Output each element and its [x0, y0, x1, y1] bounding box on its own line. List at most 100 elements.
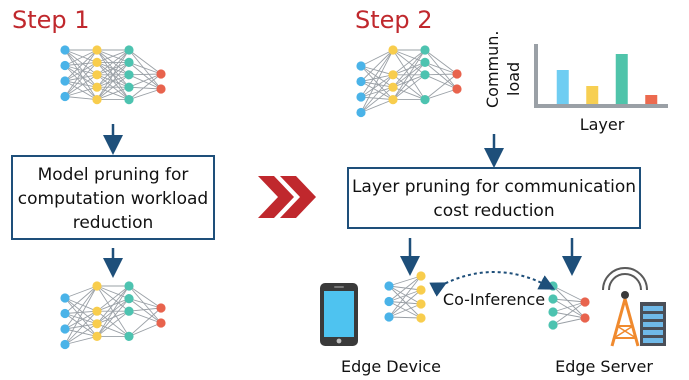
network-node: [92, 45, 102, 55]
network-node: [124, 45, 134, 55]
network-edge: [360, 74, 394, 98]
network-node: [356, 61, 366, 71]
edge-device-label: Edge Device: [341, 357, 441, 376]
network-edge: [96, 285, 130, 312]
network-edge: [64, 310, 98, 330]
network-edge: [424, 74, 458, 90]
network-edge: [96, 285, 130, 337]
double-chevron-icon: [258, 176, 316, 218]
network-edge: [360, 96, 394, 101]
network-node: [60, 45, 70, 55]
network-node: [124, 294, 134, 304]
network-node: [60, 60, 70, 71]
network-edge: [388, 289, 422, 302]
network-edge: [360, 65, 394, 88]
network-edge: [64, 335, 98, 345]
network-node: [92, 95, 102, 105]
network-node: [124, 331, 134, 341]
network-edge: [64, 61, 98, 66]
chart-bar-4: [645, 95, 658, 104]
network-node: [356, 76, 366, 87]
network-edge: [388, 289, 422, 318]
network-edge: [392, 49, 426, 76]
network-node: [60, 324, 70, 334]
network-edge: [360, 49, 394, 113]
network-edge: [388, 275, 422, 318]
network-edge: [64, 310, 98, 345]
network-node: [124, 82, 134, 92]
edge-server-label: Edge Server: [555, 357, 653, 376]
network-node: [384, 296, 394, 307]
network-edge: [128, 49, 162, 75]
network-edge: [552, 317, 586, 326]
network-node: [548, 281, 558, 291]
chart-xlabel: Layer: [580, 115, 625, 134]
network-node: [92, 281, 102, 291]
network-edge: [552, 301, 586, 326]
network-edge: [128, 86, 162, 90]
network-edge: [64, 86, 98, 97]
network-edge: [96, 49, 130, 88]
device-partial-network: [384, 271, 426, 323]
network-edge: [96, 298, 130, 337]
network-node: [60, 339, 70, 350]
network-edge: [64, 74, 98, 82]
network-edge: [64, 49, 98, 66]
network-node: [60, 293, 70, 303]
network-node: [548, 320, 558, 330]
network-edge: [388, 285, 422, 291]
step1-title: Step 1: [12, 6, 90, 34]
network-node: [384, 312, 394, 322]
network-node: [580, 297, 590, 307]
network-edge: [96, 310, 130, 337]
network-edge: [388, 303, 422, 318]
network-node: [124, 57, 134, 67]
network-node: [416, 313, 426, 323]
network-edge: [64, 49, 98, 97]
step2-title: Step 2: [355, 6, 433, 34]
network-edge: [96, 285, 130, 325]
step1-box-line-1: Model pruning for: [38, 165, 189, 185]
network-edge: [360, 86, 394, 113]
network-edge: [552, 298, 586, 303]
network-edge: [424, 49, 458, 75]
network-edge: [128, 310, 162, 324]
network-edge: [64, 49, 98, 76]
network-node: [452, 69, 462, 79]
network-edge: [424, 61, 458, 75]
network-edge: [128, 298, 162, 309]
network-node: [416, 299, 426, 309]
network-edge: [64, 297, 98, 312]
step2-box-line-2: cost reduction: [433, 201, 554, 221]
network-node: [420, 70, 430, 80]
comm-load-chart: Commun. load Layer: [483, 31, 668, 134]
server-tower-icon: [602, 267, 666, 347]
chart-bar-2: [586, 86, 599, 104]
network-edge: [552, 311, 586, 319]
network-node: [384, 281, 394, 291]
network-node: [124, 95, 134, 105]
network-node: [356, 107, 366, 118]
network-edge: [64, 285, 98, 330]
network-edge: [128, 285, 162, 309]
network-edge: [128, 88, 162, 101]
step1-box-line-3: reduction: [73, 213, 154, 233]
network-edge: [552, 301, 586, 313]
network-edge: [128, 74, 162, 90]
network-edge: [64, 285, 98, 314]
network-edge: [552, 298, 586, 319]
network-edge: [64, 297, 98, 325]
network-node: [388, 70, 398, 80]
network-edge: [392, 49, 426, 100]
step1-box-line-2: computation workload: [18, 189, 208, 209]
network-edge: [64, 49, 98, 63]
network-edge: [424, 62, 458, 90]
network-node: [388, 82, 398, 92]
network-edge: [392, 49, 426, 63]
network-edge: [64, 285, 98, 299]
network-edge: [552, 285, 586, 319]
network-edge: [360, 49, 394, 98]
network-edge: [64, 62, 98, 97]
network-node: [156, 84, 166, 94]
network-edge: [96, 86, 130, 101]
